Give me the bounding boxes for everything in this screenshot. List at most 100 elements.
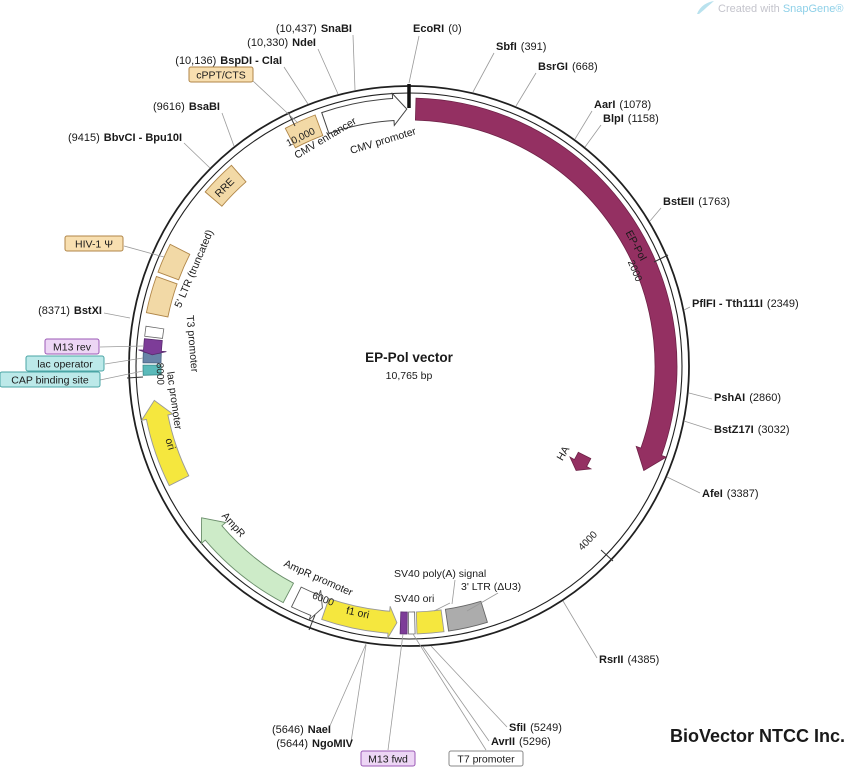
hiv1-psi-label-box (64, 235, 124, 252)
cap-binding-site-label-text: CAP binding site (11, 375, 89, 387)
company-branding: BioVector NTCC Inc. (670, 726, 845, 746)
leader-line (683, 420, 713, 431)
leader-line (430, 645, 508, 728)
feature-ori-arrow (140, 399, 190, 487)
m13-rev-label-box (44, 338, 100, 355)
leader-line (515, 72, 537, 107)
site-label-bsteii: BstEII(1763) (663, 196, 730, 208)
lac-operator-label-box (25, 355, 105, 372)
feature-t3-promoter-tick (144, 325, 165, 339)
feature-cap-binding-site-tick (142, 364, 162, 376)
cap-binding-site-label-box (0, 371, 101, 388)
feature-m13-fwd-tick (399, 611, 408, 635)
leader-line (352, 34, 356, 91)
site-label-snabi: (10,437)SnaBI (276, 23, 352, 35)
snapgene-feather-icon (697, 1, 714, 14)
site-label-bstxi: (8371)BstXI (38, 305, 102, 317)
leader-line (104, 357, 144, 365)
feature-5ltr-truncated-box (145, 275, 178, 318)
feature-label-box-cap-binding-site: CAP binding site (0, 371, 101, 388)
feature-label-box-cppt-cts: cPPT/CTS (188, 66, 254, 83)
leader-line (649, 207, 662, 222)
feature-label-ha: HA (555, 444, 573, 463)
site-label-pshai: PshAI(2860) (714, 392, 781, 404)
plasmid-size: 10,765 bp (386, 370, 433, 382)
feature-label-f1-ori: f1 ori (345, 605, 370, 622)
feature-cmv-enhancer-promoter-arrow (321, 92, 408, 135)
feature-label-box-m13-rev: M13 rev (44, 338, 100, 355)
leader-line (688, 392, 713, 400)
site-label-bbvci-bpu10i: (9415)BbvCI - Bpu10I (68, 132, 182, 144)
t7-promoter-label-box (448, 750, 524, 767)
leader-line (99, 345, 145, 348)
feature-label-box-lac-operator: lac operator (25, 355, 105, 372)
site-label-sbfi: SbfI(391) (496, 41, 546, 53)
leader-line (562, 600, 598, 659)
feature-label-box-hiv1-psi: HIV-1 Ψ (64, 235, 124, 252)
cppt-cts-label-box (188, 66, 254, 83)
watermark-text: Created with SnapGene® (718, 3, 844, 15)
leader-line (412, 633, 487, 751)
feature-ampr-promoter-arrow (290, 586, 323, 621)
site-label-naei: (5646)NaeI (272, 724, 331, 736)
leader-line (221, 112, 235, 147)
feature-3ltr-du3-box (444, 600, 488, 632)
site-label-ndei: (10,330)NdeI (247, 37, 316, 49)
feature-m13-rev-arrow (138, 338, 167, 356)
leader-line (574, 110, 593, 140)
hiv1-psi-label-text: HIV-1 Ψ (75, 239, 113, 251)
site-label-blpi: BlpI(1158) (603, 113, 659, 125)
leader-line (408, 35, 420, 84)
site-label-bsrgi: BsrGI(668) (538, 61, 598, 73)
scale-tick-8000 (126, 376, 144, 379)
leader-line (683, 306, 691, 311)
leader-line (422, 646, 490, 742)
m13-fwd-label-box (360, 750, 416, 767)
feature-label-sv40-ori: SV40 ori (394, 593, 434, 605)
feature-f1-ori-arrow (321, 598, 398, 639)
leader-line (252, 80, 299, 124)
leader-line (451, 579, 456, 605)
feature-t7-promoter-tick (408, 611, 416, 635)
feature-label-box-t7-promoter: T7 promoter (448, 750, 524, 767)
plasmid-name: EP-Pol vector (365, 350, 454, 365)
feature-label-ori: ori (162, 437, 177, 452)
m13-rev-label-text: M13 rev (53, 342, 92, 354)
site-label-ngomiv: (5644)NgoMIV (276, 738, 353, 750)
leader-line (584, 124, 602, 148)
site-label-ecori: EcoRI(0) (413, 23, 462, 35)
leader-line (99, 370, 144, 381)
leader-line (666, 476, 701, 494)
m13-fwd-label-text: M13 fwd (368, 754, 408, 766)
scale-label-8000: 8000 (154, 363, 166, 386)
site-label-afei: AfeI(3387) (702, 488, 759, 500)
plasmid-backbone-inner-ring (135, 92, 683, 640)
leader-line (183, 142, 211, 169)
lac-operator-label-text: lac operator (37, 359, 93, 371)
leader-line (472, 52, 495, 93)
feature-ep-pol-arc (414, 97, 678, 472)
leader-line (466, 592, 499, 612)
feature-label-t3-promoter: T3 promoter (184, 315, 201, 374)
scale-tick-2000 (653, 254, 669, 263)
scale-tick-6000 (308, 614, 316, 631)
feature-label-3ltr-du3: 3' LTR (ΔU3) (461, 581, 521, 593)
leader-line (328, 643, 367, 729)
feature-label-box-m13-fwd: M13 fwd (360, 750, 416, 767)
leader-line (317, 48, 339, 95)
feature-label-cmv-promoter: CMV promoter (349, 125, 418, 157)
leader-line (433, 602, 451, 612)
plasmid-backbone-outer-ring (128, 85, 690, 647)
feature-ha-tag-arrow (569, 451, 593, 471)
leader-line (387, 633, 404, 751)
leader-line (283, 66, 309, 105)
leader-line (103, 312, 131, 319)
leader-line (350, 644, 367, 743)
feature-label-sv40-polya: SV40 poly(A) signal (394, 568, 486, 580)
feature-rre-box (204, 164, 247, 207)
scale-label-4000: 4000 (577, 529, 601, 553)
cppt-cts-label-text: cPPT/CTS (196, 70, 246, 82)
feature-ampr-arrow (200, 517, 295, 604)
scale-tick-4000 (600, 549, 614, 562)
